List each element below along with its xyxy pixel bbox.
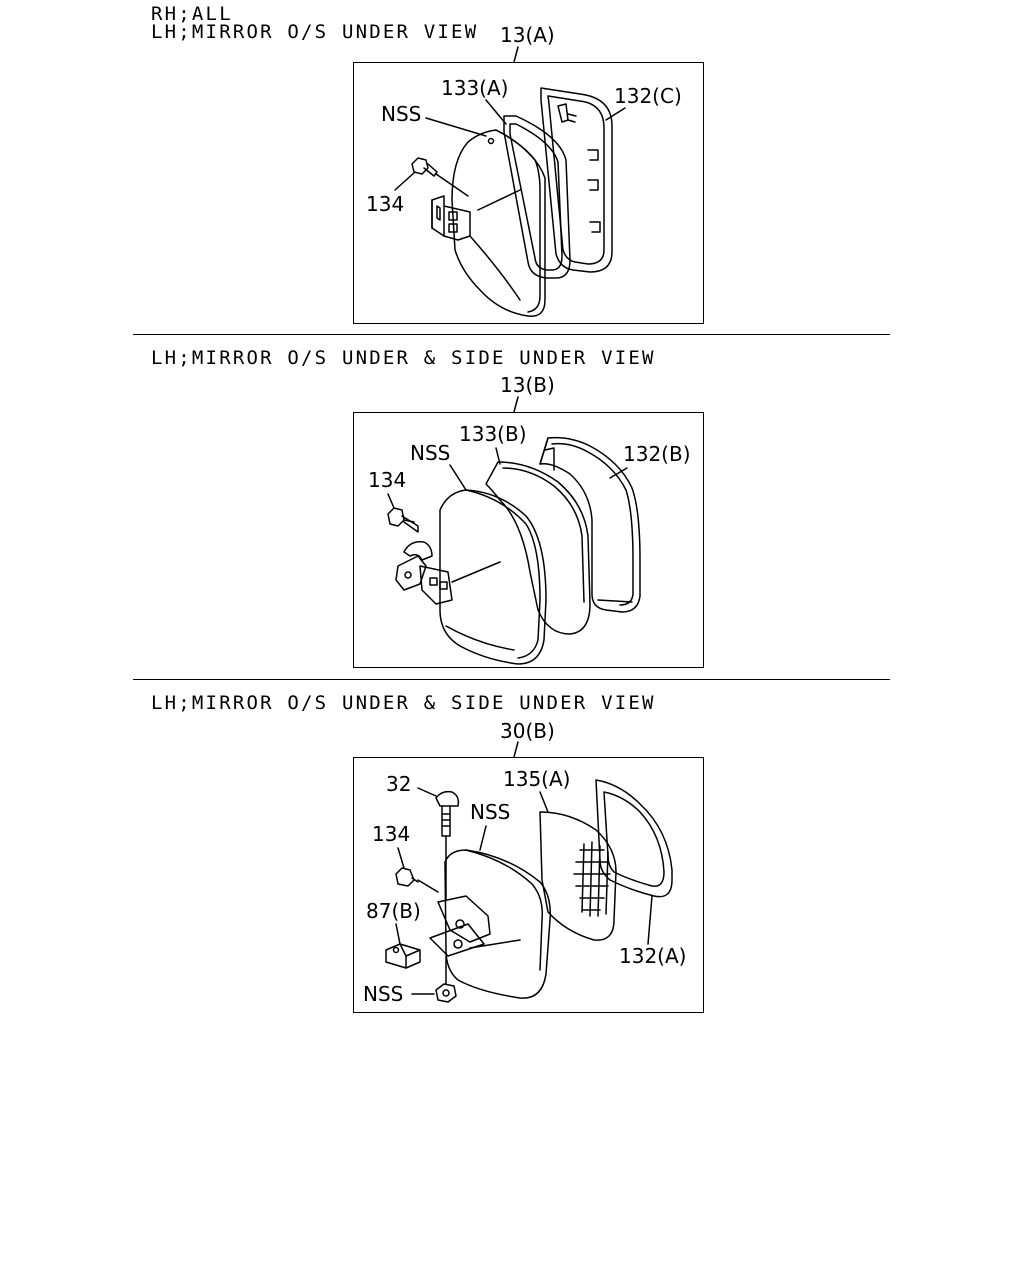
nss-label-1: NSS [381,102,421,126]
clip-label-87b: 87(B) [366,899,421,923]
diagram-panel-3 [353,757,704,1013]
diagram-panel-1 [353,62,704,324]
mount-bracket [395,540,453,605]
nut [435,955,457,1003]
bolt-32 [435,790,460,901]
screw-label-134: 134 [366,192,404,216]
mirror-housing [451,129,546,317]
header-line-2: LH;MIRROR O/S UNDER VIEW [151,21,479,43]
assembly-label-30b: 30(B) [500,719,555,743]
mirror-assembly-13b: 13(B) 132(B) 133(B) NSS [368,373,691,665]
screw-134 [387,507,419,533]
frame-132c [540,87,613,273]
header-line-1: RH;ALL [151,3,233,25]
nss-label-2: NSS [410,441,450,465]
nss-label-nut: NSS [363,982,403,1006]
screw-label-134: 134 [372,822,410,846]
frame-label-132a: 132(A) [619,944,686,968]
diagram-panel-2 [353,412,704,668]
assembly-label-13a: 13(A) [500,23,555,47]
mirror-assembly-13a: 13(A) 132(C) 133(A) NSS [366,23,682,317]
mirror-housing [444,849,552,999]
mirror-housing [439,489,547,665]
section-divider [133,679,890,680]
screw-134 [411,157,469,197]
screw-label-134: 134 [368,468,406,492]
frame-label-132b: 132(B) [623,442,691,466]
mount-bracket [429,895,491,957]
section-divider [133,334,890,335]
glass-label-133b: 133(B) [459,422,527,446]
glass-135a [539,811,617,941]
glass-133a [503,115,571,279]
nss-label-top: NSS [470,800,510,824]
section-2-heading: LH;MIRROR O/S UNDER & SIDE UNDER VIEW [151,347,656,369]
frame-label-132c: 132(C) [614,84,682,108]
assembly-label-13b: 13(B) [500,373,555,397]
screw-134 [395,867,439,893]
mirror-assembly-30b: 30(B) 132(A) 135(A) NSS [363,719,686,1006]
clip-87b [385,943,421,969]
mount-bracket [431,195,471,241]
bolt-label-32: 32 [386,772,411,796]
frame-132b [539,436,641,613]
glass-label-135a: 135(A) [503,767,570,791]
section-3-heading: LH;MIRROR O/S UNDER & SIDE UNDER VIEW [151,692,656,714]
glass-133b [485,461,591,635]
glass-label-133a: 133(A) [441,76,508,100]
